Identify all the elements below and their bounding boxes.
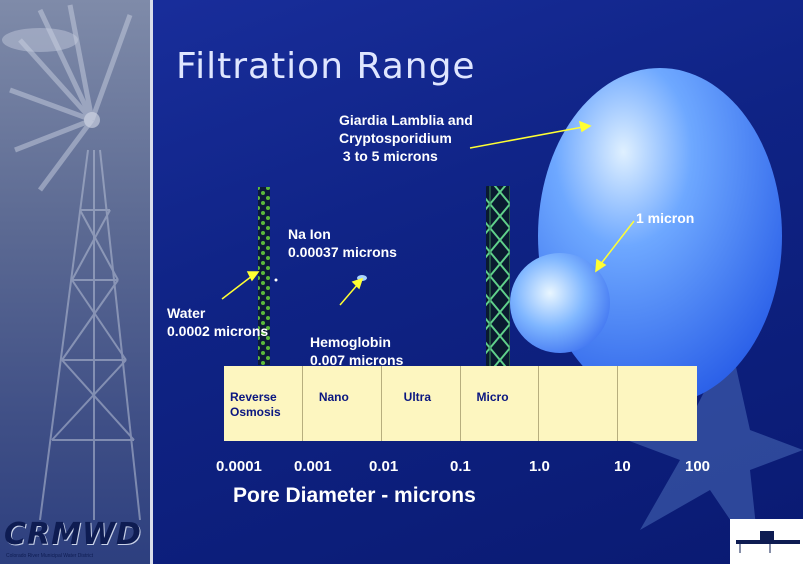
logo-subtitle: Colorado River Municipal Water District [6,553,94,559]
ro-strand [258,187,270,365]
corner-graphic [730,519,803,564]
axis-tick: 100 [685,458,711,475]
cell-micro: Micro [461,366,540,441]
na-ion-label: Na Ion 0.00037 microns [288,226,397,260]
axis-tick: 0.0001 [216,458,262,475]
cell-ultra: Ultra [382,366,461,441]
star-icon [600,340,803,564]
axis-tick: 10 [614,458,631,475]
windmill-icon [2,4,141,520]
water-label: Water 0.0002 microns [167,305,269,339]
cell-reverse-osmosis: Reverse Osmosis [224,366,303,441]
filtration-table: Reverse Osmosis Nano Ultra Micro [224,366,697,441]
cell-empty-1 [539,366,619,441]
hemoglobin-label: Hemoglobin 0.007 microns [310,334,404,368]
cell-empty-2 [618,366,697,441]
axis-tick: 0.001 [294,458,332,475]
axis-title: Pore Diameter - microns [233,484,476,507]
sidebar: CRMWD Colorado River Municipal Water Dis… [0,0,150,564]
one-micron-label: 1 micron [636,210,695,226]
axis-tick: 0.01 [369,458,399,475]
sidebar-divider [150,0,153,564]
giardia-oval [538,68,782,404]
na-ion-dot [274,278,278,282]
micro-strand [486,186,510,366]
giardia-label: Giardia Lamblia and Cryptosporidium 3 to… [339,112,473,164]
axis-tick: 1.0 [529,458,550,475]
logo-text: CRMWD [4,517,142,552]
axis-tick: 0.1 [450,458,471,475]
logo: CRMWD Colorado River Municipal Water Dis… [4,517,149,561]
cell-nano: Nano [303,366,382,441]
one-micron-sphere [510,253,610,353]
page-title: Filtration Range [176,46,476,87]
